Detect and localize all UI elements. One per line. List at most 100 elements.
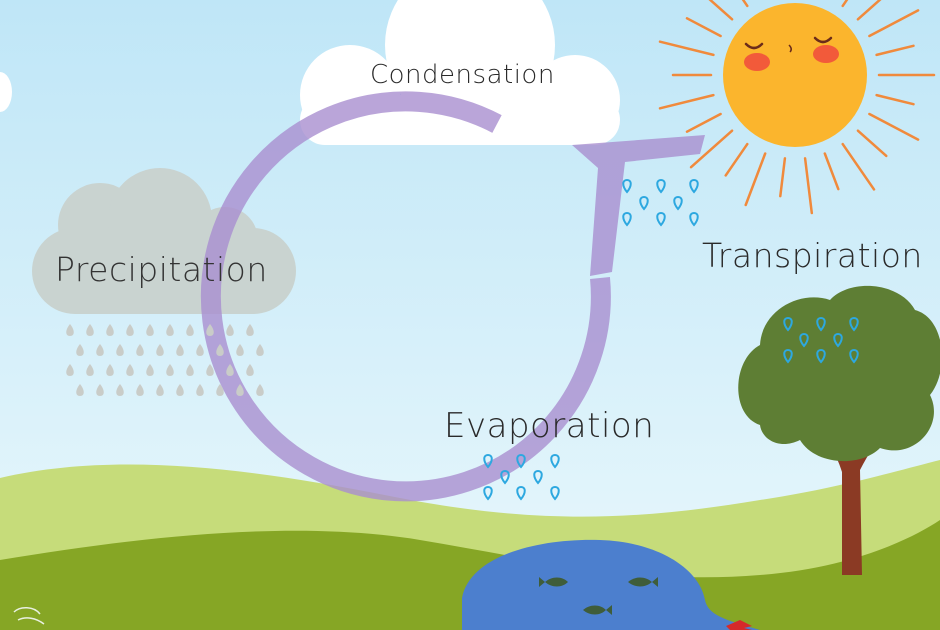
vapor-drop xyxy=(656,211,666,227)
vapor-drop xyxy=(783,316,793,332)
transpiration-label: Transpiration xyxy=(702,236,923,275)
rain-drop xyxy=(86,324,94,336)
rain-drop xyxy=(256,344,264,356)
rain-drop xyxy=(176,384,184,396)
vapor-drop xyxy=(622,211,632,227)
rain-drop xyxy=(226,364,234,376)
rain-drop xyxy=(146,364,154,376)
rain-drop xyxy=(166,364,174,376)
rain-drop xyxy=(106,324,114,336)
sun-face-icon xyxy=(723,3,867,147)
edge-cloud xyxy=(0,72,12,112)
rain-drop xyxy=(236,384,244,396)
rain-drop xyxy=(156,384,164,396)
vapor-drop xyxy=(516,485,526,501)
sun-ray xyxy=(724,142,749,177)
rain-drop xyxy=(136,384,144,396)
rain-drop xyxy=(116,384,124,396)
rain-drop xyxy=(96,384,104,396)
vapor-drop xyxy=(516,453,526,469)
fish-icon xyxy=(539,577,568,587)
lake-icon xyxy=(462,539,760,630)
rain-drop xyxy=(216,384,224,396)
vapor-drop xyxy=(833,332,843,348)
sun-ray xyxy=(744,152,767,207)
rain-drop xyxy=(206,324,214,336)
sun-ray xyxy=(823,152,840,191)
rain-drop xyxy=(236,344,244,356)
fish-icon xyxy=(583,605,612,615)
rain-drop xyxy=(206,364,214,376)
rain-drop xyxy=(96,344,104,356)
vapor-drop xyxy=(783,348,793,364)
sun-ray xyxy=(689,129,734,169)
vapor-drop xyxy=(799,332,809,348)
rain-drop xyxy=(226,324,234,336)
sun-ray xyxy=(803,157,814,215)
vapor-drop xyxy=(639,195,649,211)
evaporation-label: Evaporation xyxy=(444,406,655,446)
vapor-drop xyxy=(483,485,493,501)
sun-ray xyxy=(658,93,715,110)
vapor-drop xyxy=(849,348,859,364)
sun-rays xyxy=(658,0,936,215)
rain-drop xyxy=(76,344,84,356)
vapor-drop xyxy=(656,178,666,194)
sun-ray xyxy=(856,0,882,21)
sun-ray xyxy=(868,9,920,38)
vapor-drop xyxy=(816,316,826,332)
bird-icon xyxy=(726,620,752,630)
rain-drop xyxy=(86,364,94,376)
vapor-drop xyxy=(550,453,560,469)
sun-ray xyxy=(741,0,749,8)
precipitation-label: Precipitation xyxy=(55,250,268,289)
sun-ray xyxy=(868,112,920,141)
sun-ray xyxy=(875,93,915,106)
vapor-drops xyxy=(483,178,859,501)
sun-ray xyxy=(708,0,734,21)
rain-drop xyxy=(146,324,154,336)
rain-drop xyxy=(186,324,194,336)
condensation-label: Condensation xyxy=(370,60,555,90)
sun-ray xyxy=(779,157,787,198)
rain-drop xyxy=(76,384,84,396)
rain-drop xyxy=(106,364,114,376)
rain-drop xyxy=(196,344,204,356)
vapor-drop xyxy=(550,485,560,501)
rain-drop xyxy=(216,344,224,356)
rain-drop xyxy=(246,364,254,376)
rain-drop xyxy=(66,324,74,336)
rain-drop xyxy=(176,344,184,356)
rain-drop xyxy=(116,344,124,356)
rain-drop xyxy=(186,364,194,376)
sun-ray xyxy=(685,112,722,133)
vapor-drop xyxy=(483,453,493,469)
sun-ray xyxy=(856,129,888,158)
logo-icon xyxy=(13,607,45,625)
vapor-drop xyxy=(622,178,632,194)
vapor-drop xyxy=(673,195,683,211)
vapor-drop xyxy=(689,211,699,227)
rain-drop xyxy=(126,324,134,336)
rain-drop xyxy=(246,324,254,336)
vapor-drop xyxy=(500,469,510,485)
vapor-drop xyxy=(849,316,859,332)
sun-ray xyxy=(875,44,915,57)
circular-arrow-icon xyxy=(200,91,705,502)
rain-drop xyxy=(66,364,74,376)
rain-drop xyxy=(136,344,144,356)
fish-icon xyxy=(628,577,658,587)
sun-ray xyxy=(685,17,722,38)
rain-drop xyxy=(126,364,134,376)
rain-drop xyxy=(166,324,174,336)
arrow-head xyxy=(572,135,705,276)
vapor-drop xyxy=(533,469,543,485)
rain-drop xyxy=(196,384,204,396)
rain-drop xyxy=(156,344,164,356)
vapor-drop xyxy=(689,178,699,194)
sun-ray xyxy=(841,142,876,191)
sun-ray xyxy=(658,40,715,57)
rain-drops xyxy=(66,324,264,396)
